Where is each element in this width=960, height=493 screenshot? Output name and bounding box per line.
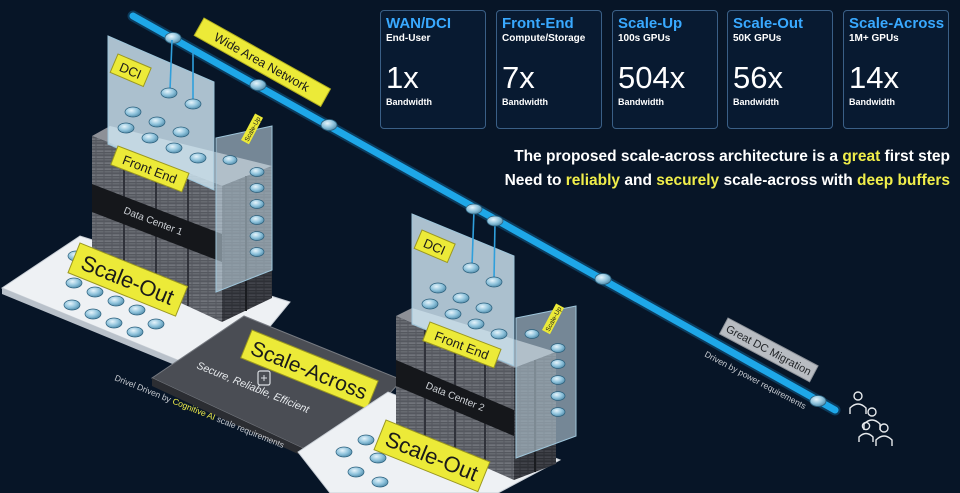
headline-line-2-b: reliably — [565, 172, 621, 189]
metric-title: Scale-Across — [849, 15, 945, 32]
headline-line-2-e: scale-across with — [719, 172, 857, 189]
dc2-dci-label: DCI — [413, 229, 456, 264]
metric-multiplier: 14x — [849, 60, 899, 95]
headline-line-2: Need to reliably and securely scale-acro… — [505, 172, 950, 190]
dc1-front-end-nodes — [117, 87, 207, 164]
metric-multiplier: 504x — [618, 60, 686, 95]
dc1-label-band — [92, 184, 222, 262]
metric-subtitle: 1M+ GPUs — [849, 33, 899, 44]
metric-title: Front-End — [502, 15, 574, 32]
metric-subtitle: Compute/Storage — [502, 33, 586, 44]
metric-subtitle: 50K GPUs — [733, 33, 782, 44]
headline-line-1-start: The proposed scale-across architecture i… — [514, 148, 843, 165]
headline-line-1: The proposed scale-across architecture i… — [514, 148, 950, 166]
dc1-scale-up-panel — [215, 125, 273, 293]
metric-multiplier: 56x — [733, 60, 783, 95]
metric-multiplier: 1x — [386, 60, 419, 95]
wan-node — [164, 32, 827, 407]
metric-card-scale-out: Scale-Out 50K GPUs 56x Bandwidth — [727, 10, 833, 129]
scale-across-shield-icon — [257, 370, 271, 386]
headline-line-2-f: deep buffers — [856, 172, 950, 189]
metric-card-scale-across: Scale-Across 1M+ GPUs 14x Bandwidth — [843, 10, 949, 129]
metric-caption: Bandwidth — [386, 97, 432, 107]
metric-multiplier: 7x — [502, 60, 535, 95]
dc1-scale-out-nodes — [63, 250, 165, 338]
dc2-dci-links — [471, 209, 496, 281]
metric-title: Scale-Up — [618, 15, 683, 32]
dc2-front-end-nodes — [421, 262, 508, 340]
dc2-label-band — [396, 360, 514, 436]
dc2-scale-up-nodes — [524, 329, 566, 417]
headline-line-2-a: Need to — [504, 172, 566, 189]
metric-caption: Bandwidth — [618, 97, 664, 107]
wan-link — [127, 10, 841, 416]
dc1-scale-up-nodes — [222, 155, 265, 257]
metric-card-scale-up: Scale-Up 100s GPUs 504x Bandwidth — [612, 10, 718, 129]
metric-subtitle: End-User — [386, 33, 431, 44]
metric-subtitle: 100s GPUs — [618, 33, 671, 44]
dc1-dci-links — [169, 39, 194, 102]
metric-title: WAN/DCI — [386, 15, 451, 32]
metric-title: Scale-Out — [733, 15, 804, 32]
headline-line-1-highlight: great — [842, 148, 881, 165]
metric-card-wan-dci: WAN/DCI End-User 1x Bandwidth — [380, 10, 486, 129]
users-icon — [849, 391, 893, 446]
dc2-scale-out-nodes — [335, 434, 389, 488]
metric-caption: Bandwidth — [733, 97, 779, 107]
metric-caption: Bandwidth — [502, 97, 548, 107]
metric-caption: Bandwidth — [849, 97, 895, 107]
headline-line-2-c: and — [620, 172, 657, 189]
headline-line-2-d: securely — [656, 172, 720, 189]
dc1-dci-label: DCI — [109, 53, 152, 88]
metric-card-front-end: Front-End Compute/Storage 7x Bandwidth — [496, 10, 602, 129]
headline-line-1-end: first step — [880, 148, 950, 165]
dc2-dci-nodes — [465, 203, 504, 227]
